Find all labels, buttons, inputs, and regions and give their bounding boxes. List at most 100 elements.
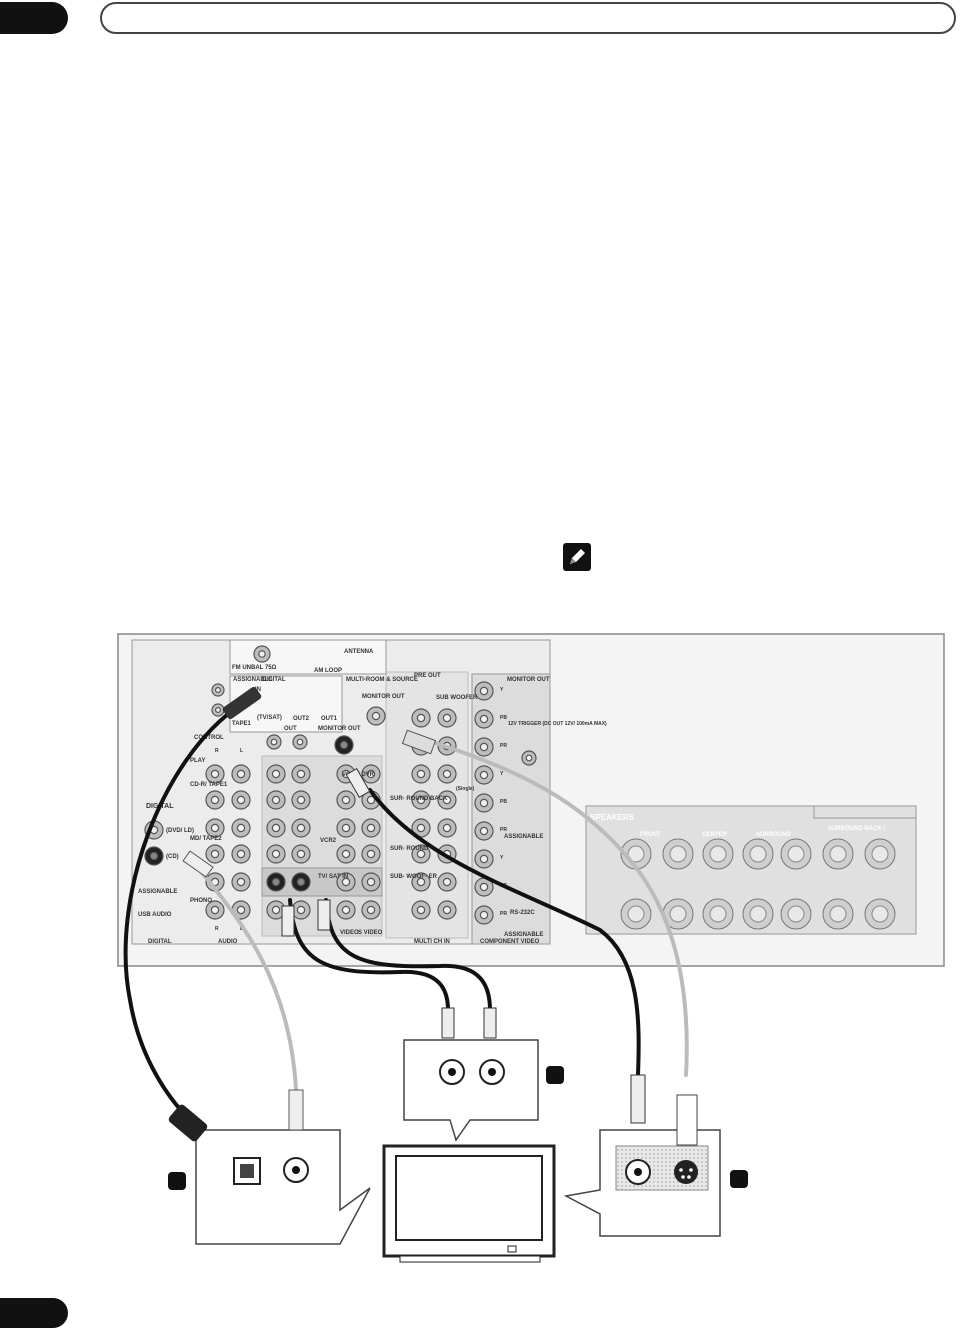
rca-jack-pin — [341, 823, 351, 833]
rca-jack-pin — [339, 740, 349, 750]
label-r-2: R — [215, 926, 219, 932]
label-bottom-digital: DIGITAL — [148, 939, 172, 945]
rca-jack-pin — [296, 877, 306, 887]
rca-jack-pin — [236, 905, 246, 915]
rca-jack-pin — [479, 854, 489, 864]
rca-jack-pin — [371, 711, 381, 721]
speaker-terminal-cap — [709, 905, 727, 923]
label-rs232c: RS-232C — [510, 910, 535, 916]
rca-jack-pin — [479, 798, 489, 808]
label-assignable-top: ASSIGNABLE — [233, 677, 272, 683]
speaker-terminal-cap — [749, 905, 767, 923]
label-surround-back: SUR- ROUND BACK — [390, 796, 448, 802]
label-cd-r-tape1: CD-R/ TAPE1 — [190, 782, 228, 788]
callout-a-marker — [168, 1172, 186, 1190]
page-number-tab — [0, 1298, 68, 1328]
rca-jack-pin — [271, 905, 281, 915]
label-cd: (CD) — [166, 854, 179, 860]
audio-cable-grey — [198, 868, 298, 1092]
speaker-terminals — [620, 838, 896, 930]
optical-plug-panel — [222, 686, 262, 720]
rca-jack-pin — [416, 795, 426, 805]
speaker-terminal-cap — [829, 845, 847, 863]
rca-jack-pin — [296, 738, 304, 746]
label-l-1: L — [240, 748, 243, 754]
rca-jack-pin — [296, 905, 306, 915]
speaker-terminal-cap — [787, 905, 805, 923]
label-tape1: TAPE1 — [232, 721, 252, 727]
rca-jack-pin — [366, 849, 376, 859]
rca-jack-pin — [210, 849, 220, 859]
speaker-terminal-cap — [829, 905, 847, 923]
rca-jack-pin — [442, 877, 452, 887]
speaker-terminal-cap — [787, 845, 805, 863]
rca-jack-pin — [210, 769, 220, 779]
rca-jack-pin — [149, 851, 159, 861]
label-pb-2: PB — [500, 799, 507, 805]
speaker-terminal-cap — [627, 905, 645, 923]
label-assignable-mid: ASSIGNABLE — [504, 834, 543, 840]
label-sub-woofer-left: SUB- WOOF- ER — [390, 874, 438, 880]
rca-jack-pin — [525, 754, 533, 762]
label-out: OUT — [284, 726, 297, 732]
rca-jack-pin — [416, 849, 426, 859]
svideo-plug-panel — [401, 729, 437, 755]
rca-jack-pin — [442, 713, 452, 723]
rca-jack-pin — [366, 823, 376, 833]
rca-jack-pin — [341, 877, 351, 887]
label-md-tape2: MD/ TAPE2 — [190, 836, 222, 842]
rca-jack-pin — [236, 769, 246, 779]
rca-jack-pin — [271, 877, 281, 887]
rca-jack-pin — [416, 823, 426, 833]
rca-jack-pin — [479, 742, 489, 752]
rca-jack-pin — [210, 795, 220, 805]
label-antenna: ANTENNA — [344, 649, 374, 655]
rca-jack-pin — [341, 849, 351, 859]
header-bar — [100, 2, 956, 34]
label-digital-top: DIGITAL — [262, 677, 286, 683]
source-a-callout — [195, 1129, 371, 1245]
rca-jack-pin — [271, 823, 281, 833]
rca-jack-pin — [416, 769, 426, 779]
label-tv-sat-in: TV/ SAT IN — [318, 874, 348, 880]
rca-jack-pin — [296, 823, 306, 833]
label-phono: PHONO — [190, 898, 212, 904]
rca-jack-pin — [442, 823, 452, 833]
label-pr-1: PR — [500, 743, 507, 749]
svideo-jack-c — [674, 1160, 698, 1184]
label-l-2: L — [240, 926, 243, 932]
speaker-terminal-cap — [627, 845, 645, 863]
rca-jack-pin — [296, 769, 306, 779]
rca-jack-pin — [416, 905, 426, 915]
label-play: PLAY — [190, 758, 205, 764]
label-center: CENTER — [702, 832, 727, 838]
label-single: (Single) — [456, 786, 475, 792]
rca-jack-pin — [215, 686, 222, 693]
rca-jack-pin — [479, 910, 489, 920]
label-trigger: 12V TRIGGER (DC OUT 12V/ 100mA MAX) — [508, 721, 607, 727]
rca-jack-pin — [366, 769, 376, 779]
chapter-tab-top — [0, 2, 68, 34]
rca-jack-pin — [479, 882, 489, 892]
rca-jack-pin — [366, 795, 376, 805]
video-plug-c — [630, 1074, 646, 1124]
speaker-terminal-cap — [871, 905, 889, 923]
label-r-1: R — [215, 748, 219, 754]
speaker-terminal-cap — [709, 845, 727, 863]
monitor-plug-panel — [345, 768, 371, 798]
label-control: CONTROL — [194, 735, 224, 741]
label-bottom-multich: MULTI CH IN — [414, 939, 450, 945]
speaker-terminal-cap — [871, 845, 889, 863]
label-tv-sat-top: (TV/SAT) — [257, 715, 282, 721]
rca-jack-pin — [479, 826, 489, 836]
rca-jack-pin — [442, 769, 452, 779]
rca-jack-pin — [236, 795, 246, 805]
audio-plug-a — [288, 1089, 304, 1131]
speaker-terminal-cap — [749, 845, 767, 863]
label-monitor-out-mid: MONITOR OUT — [318, 726, 361, 732]
rca-jack-pin — [270, 738, 278, 746]
rca-jack-pin — [210, 905, 220, 915]
label-pr-2: PR — [500, 827, 507, 833]
video-plug-1 — [281, 905, 295, 937]
rca-jack-pin — [341, 795, 351, 805]
